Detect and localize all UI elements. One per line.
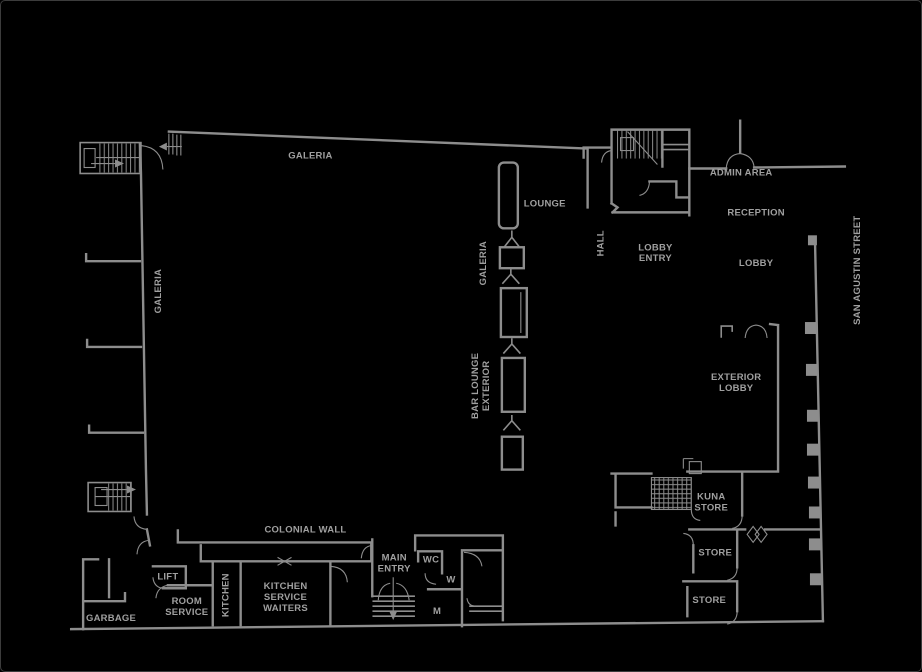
wall-break-symbol — [277, 556, 292, 566]
chevron-joint — [503, 230, 520, 248]
staircase-kuna — [650, 477, 692, 511]
label-exterior-lobby: EXTERIOR — [711, 372, 761, 383]
door-swings — [133, 145, 768, 625]
planter — [499, 286, 528, 339]
label-kitchen: KITCHEN — [221, 573, 232, 617]
street-columns — [804, 322, 822, 586]
planter — [500, 356, 527, 413]
label-san-agustin-street: SAN AGUSTIN STREET — [852, 216, 863, 325]
label-lobby-entry: LOBBY — [638, 242, 673, 253]
column — [808, 506, 821, 519]
wall-west-stubs — [84, 253, 145, 434]
chevron-joint — [502, 414, 521, 431]
main-entry-steps — [372, 577, 415, 621]
wall-bottom — [69, 619, 825, 631]
stores-block-walls — [610, 322, 821, 618]
stair-direction-arrow — [126, 485, 136, 494]
planter — [500, 435, 525, 471]
staircase-northeast — [615, 130, 662, 165]
label-hall: HALL — [596, 230, 607, 256]
label-galeria-top: GALERIA — [288, 151, 332, 162]
chevron-joint — [502, 338, 521, 355]
wall-admin — [688, 119, 847, 170]
admin-block-walls — [582, 119, 847, 217]
stair-direction-arrow — [115, 159, 125, 168]
label-exterior-lobby: LOBBY — [719, 383, 754, 394]
label-kitchen-service-waiters: KITCHEN — [264, 581, 308, 592]
lounge-counter — [497, 161, 520, 230]
label-bar-lounge-exterior: BAR LOUNGE — [470, 353, 481, 419]
label-galeria-center: GALERIA — [478, 241, 489, 285]
wc-block-walls — [413, 534, 505, 628]
landing-ticks — [168, 133, 182, 156]
label-wc: WC — [423, 554, 439, 565]
label-garbage: GARBAGE — [86, 613, 136, 624]
entry-direction-arrow — [389, 611, 398, 621]
label-w: W — [446, 574, 455, 585]
column — [806, 443, 819, 456]
staircase-southwest — [87, 481, 136, 513]
service-shaft — [688, 461, 702, 475]
label-lobby: LOBBY — [739, 258, 774, 269]
label-room-service: SERVICE — [165, 607, 208, 618]
wall-east-street — [813, 236, 825, 623]
column — [805, 363, 818, 376]
label-store-lower: STORE — [692, 595, 726, 606]
wall-galeria-top-diagonal — [167, 130, 589, 209]
label-lift: LIFT — [157, 571, 178, 582]
label-main-entry: MAIN — [382, 552, 407, 563]
column — [807, 235, 817, 246]
staircase-northwest — [79, 133, 182, 175]
label-store-upper: STORE — [698, 547, 732, 558]
label-reception: RECEPTION — [727, 207, 784, 218]
label-room-service: ROOM — [172, 596, 202, 607]
wall-west — [138, 142, 152, 547]
label-kuna-store: STORE — [694, 502, 728, 513]
label-kitchen-service-waiters: SERVICE — [264, 592, 307, 603]
kitchen-block-walls — [81, 529, 374, 631]
label-kitchen-service-waiters: WAITERS — [263, 603, 308, 614]
planter — [498, 246, 526, 270]
lobby-entry-step — [720, 325, 733, 338]
label-admin-area: ADMIN AREA — [710, 167, 773, 178]
landing-arrow — [158, 142, 167, 151]
chevron-joint — [501, 268, 520, 285]
label-bar-lounge-exterior: EXTERIOR — [481, 361, 492, 411]
label-galeria-west: GALERIA — [153, 269, 164, 313]
label-main-entry: ENTRY — [378, 563, 411, 574]
label-colonial-wall: COLONIAL WALL — [264, 524, 346, 535]
column — [806, 409, 819, 422]
column — [809, 573, 822, 586]
column — [808, 538, 821, 551]
double-swing-door — [746, 525, 768, 544]
label-lounge: LOUNGE — [524, 198, 566, 209]
label-kuna-store: KUNA — [697, 492, 725, 503]
label-m: M — [433, 606, 441, 617]
column — [804, 322, 817, 335]
label-lobby-entry: ENTRY — [639, 253, 672, 264]
lounge-furniture — [497, 161, 528, 471]
column — [807, 476, 820, 489]
